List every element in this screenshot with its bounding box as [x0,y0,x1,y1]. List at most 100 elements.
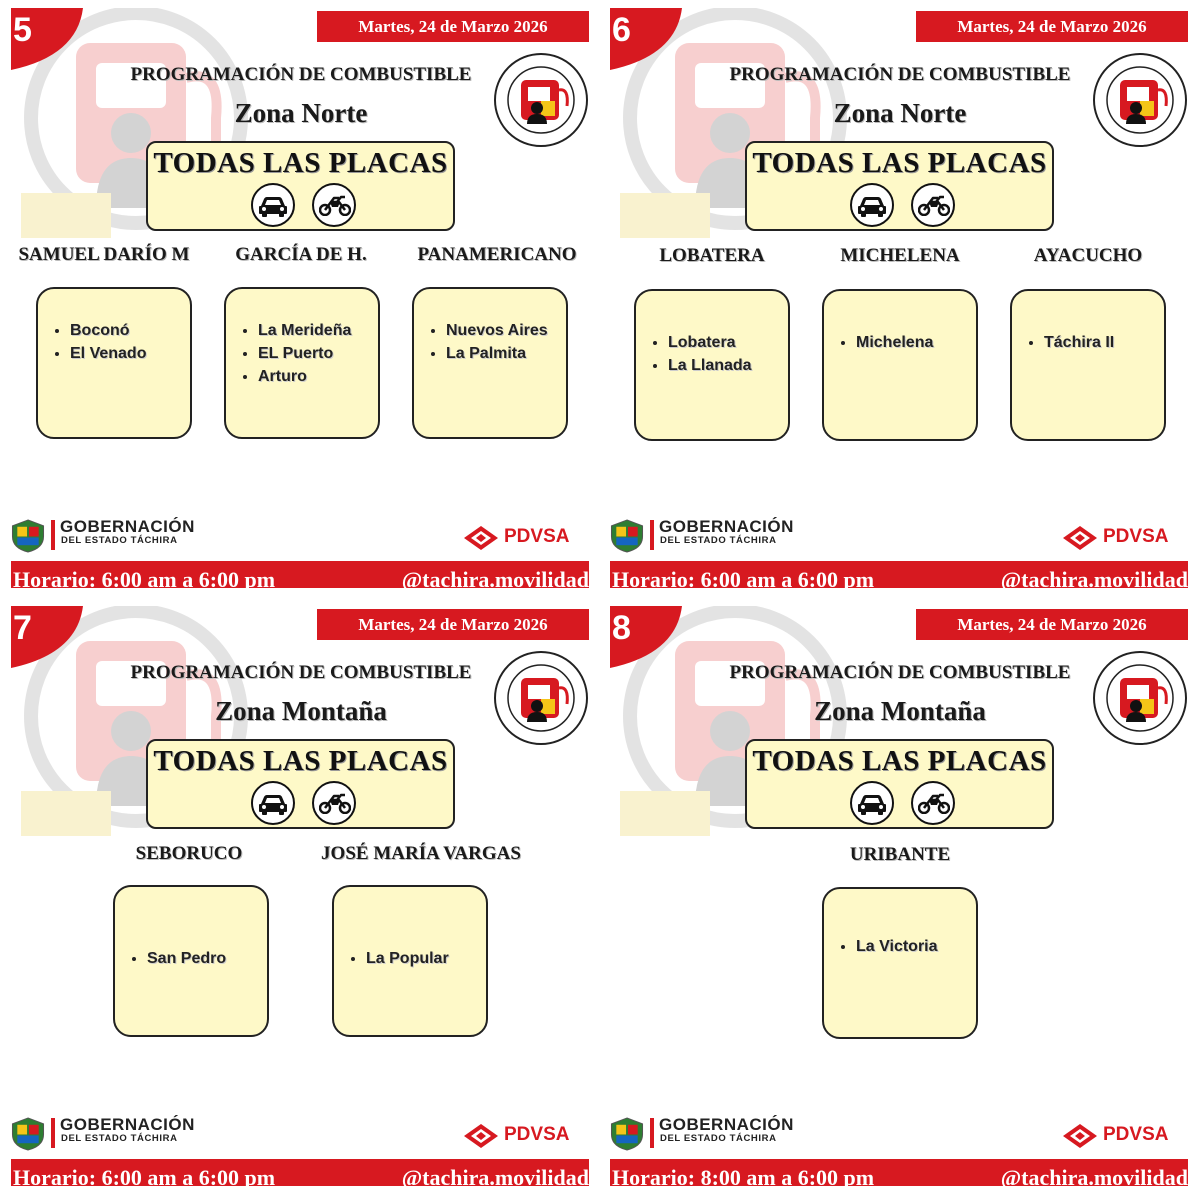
list-item: Michelena [856,331,976,354]
gobernacion-subtitle: DEL ESTADO TÁCHIRA [61,1133,178,1144]
municipio-label: GARCÍA DE H. [235,244,367,265]
zone-title: Zona Norte [234,98,368,128]
social-handle: @tachira.movilidad [1000,1165,1188,1186]
date-banner: Martes, 24 de Marzo 2026 [317,11,589,42]
list-item: Lobatera [668,331,788,354]
municipio-label: AYACUCHO [1033,245,1143,266]
social-handle: @tachira.movilidad [401,1165,589,1186]
motorcycle-icon [312,781,356,825]
footer-logos: GOBERNACIÓN DEL ESTADO TÁCHIRA PDVSA [11,1111,589,1156]
number-badge-shape [11,606,83,668]
coordinacion-badge-icon [1092,52,1188,148]
list-item: Táchira II [1044,331,1164,354]
pdvsa-label: PDVSA [504,526,570,547]
placas-label: TODAS LAS PLACAS [153,147,448,179]
motorcycle-icon [911,183,955,227]
page-title: PROGRAMACIÓN DE COMBUSTIBLE [729,662,1071,683]
gobernacion-title: GOBERNACIÓN [659,1115,794,1134]
municipio-label: SEBORUCO [135,843,243,864]
date-banner: Martes, 24 de Marzo 2026 [317,609,589,640]
date-banner: Martes, 24 de Marzo 2026 [916,11,1188,42]
list-item: El Venado [70,342,190,365]
gobernacion-shield-icon [610,1117,644,1151]
date-banner: Martes, 24 de Marzo 2026 [916,609,1188,640]
list-item: La Merideña [258,319,378,342]
locations-box: Lobatera La Llanada [634,289,790,441]
zone-title: Zona Montaña [814,696,986,726]
placas-label: TODAS LAS PLACAS [752,147,1047,179]
footer-logos: GOBERNACIÓN DEL ESTADO TÁCHIRA PDVSA [610,1111,1188,1156]
zone-title: Zona Norte [833,98,967,128]
coordinacion-badge-icon [1092,650,1188,746]
zone-title: Zona Montaña [215,696,387,726]
page-title: PROGRAMACIÓN DE COMBUSTIBLE [729,64,1071,85]
car-icon [850,183,894,227]
locations-box: La Merideña EL Puerto Arturo [224,287,380,439]
municipio-label: MICHELENA [840,245,960,266]
municipio-label: URIBANTE [849,844,951,865]
list-item: Boconó [70,319,190,342]
gobernacion-title: GOBERNACIÓN [60,1115,195,1134]
pdvsa-label: PDVSA [1103,1124,1169,1145]
locations-box: Nuevos Aires La Palmita [412,287,568,439]
car-icon [251,781,295,825]
page-title: PROGRAMACIÓN DE COMBUSTIBLE [130,64,472,85]
locations-box: La Popular [332,885,488,1037]
footer-logos: GOBERNACIÓN DEL ESTADO TÁCHIRA PDVSA [11,513,589,558]
car-icon [850,781,894,825]
footer-bar: Horario: 6:00 am a 6:00 pm @tachira.movi… [11,1159,589,1186]
pdvsa-label: PDVSA [504,1124,570,1145]
gobernacion-divider [51,520,55,550]
horario-text: Horario: 6:00 am a 6:00 pm [13,567,276,588]
motorcycle-icon [911,781,955,825]
gobernacion-title: GOBERNACIÓN [659,517,794,536]
gobernacion-divider [650,1118,654,1148]
placas-box: TODAS LAS PLACAS [745,739,1054,829]
gobernacion-shield-icon [11,1117,45,1151]
placas-box: TODAS LAS PLACAS [146,141,455,231]
gobernacion-title: GOBERNACIÓN [60,517,195,536]
coordinacion-badge-icon [493,52,589,148]
footer-logos: GOBERNACIÓN DEL ESTADO TÁCHIRA PDVSA [610,513,1188,558]
pdvsa-logo-icon [1063,526,1097,550]
locations-box: Michelena [822,289,978,441]
locations-box: Táchira II [1010,289,1166,441]
pdvsa-label: PDVSA [1103,526,1169,547]
footer-bar: Horario: 8:00 am a 6:00 pm @tachira.movi… [610,1159,1188,1186]
coordinacion-badge-icon [493,650,589,746]
municipio-label: PANAMERICANO [417,244,577,265]
placas-label: TODAS LAS PLACAS [153,745,448,777]
number-badge-shape [610,8,682,70]
list-item: Nuevos Aires [446,319,566,342]
panel-number: 8 [612,609,631,647]
pdvsa-logo-icon [464,526,498,550]
horario-text: Horario: 8:00 am a 6:00 pm [612,1165,875,1186]
panel-7: 7 Martes, 24 de Marzo 2026 PROGRAMACIÓN … [11,606,589,1186]
gobernacion-subtitle: DEL ESTADO TÁCHIRA [660,535,777,546]
list-item: EL Puerto [258,342,378,365]
gobernacion-shield-icon [610,519,644,553]
horario-text: Horario: 6:00 am a 6:00 pm [13,1165,276,1186]
locations-box: La Victoria [822,887,978,1039]
placas-label: TODAS LAS PLACAS [752,745,1047,777]
number-badge-shape [11,8,83,70]
pdvsa-logo-icon [1063,1124,1097,1148]
list-item: La Popular [366,947,486,970]
list-item: La Palmita [446,342,566,365]
pdvsa-logo-icon [464,1124,498,1148]
panel-5: 5 Martes, 24 de Marzo 2026 PROGRAMACIÓN … [11,8,589,588]
gobernacion-subtitle: DEL ESTADO TÁCHIRA [660,1133,777,1144]
gobernacion-divider [51,1118,55,1148]
locations-box: Boconó El Venado [36,287,192,439]
motorcycle-icon [312,183,356,227]
placas-box: TODAS LAS PLACAS [146,739,455,829]
gobernacion-divider [650,520,654,550]
footer-bar: Horario: 6:00 am a 6:00 pm @tachira.movi… [11,561,589,588]
number-badge-shape [610,606,682,668]
footer-bar: Horario: 6:00 am a 6:00 pm @tachira.movi… [610,561,1188,588]
panel-6: 6 Martes, 24 de Marzo 2026 PROGRAMACIÓN … [610,8,1188,588]
horario-text: Horario: 6:00 am a 6:00 pm [612,567,875,588]
municipio-label: JOSÉ MARÍA VARGAS [321,843,521,864]
page-title: PROGRAMACIÓN DE COMBUSTIBLE [130,662,472,683]
gobernacion-shield-icon [11,519,45,553]
